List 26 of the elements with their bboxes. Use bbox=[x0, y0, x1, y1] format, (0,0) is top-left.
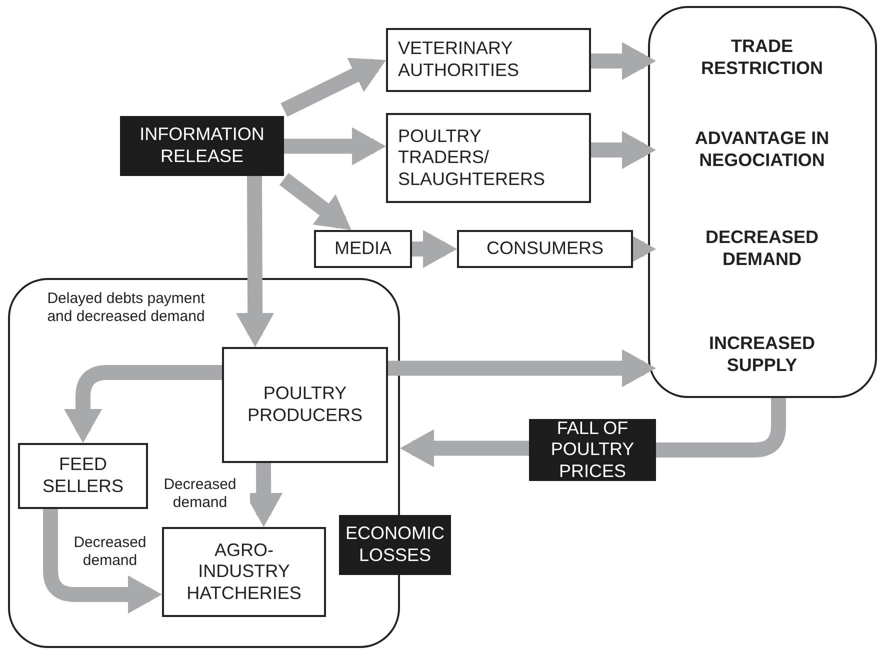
highlight-box: INFORMATION RELEASE bbox=[120, 116, 284, 176]
highlight-box: ECONOMIC LOSSES bbox=[339, 515, 451, 575]
highlight-box: FALL OF POULTRY PRICES bbox=[529, 419, 656, 481]
arrow bbox=[43, 509, 162, 614]
outcome-text: DECREASED DEMAND bbox=[656, 218, 868, 280]
arrow bbox=[279, 173, 352, 230]
arrow bbox=[388, 349, 656, 388]
outcome-text: ADVANTAGE IN NEGOCIATION bbox=[656, 120, 868, 180]
process-box: POULTRY TRADERS/ SLAUGHTERERS bbox=[386, 113, 591, 203]
arrow bbox=[236, 176, 274, 347]
process-box: FEED SELLERS bbox=[18, 443, 148, 509]
group-container bbox=[648, 6, 877, 398]
arrow bbox=[591, 42, 656, 80]
arrow bbox=[280, 58, 386, 117]
outcome-text: TRADE RESTRICTION bbox=[656, 28, 868, 88]
process-box: POULTRY PRODUCERS bbox=[222, 347, 388, 463]
arrow bbox=[284, 127, 386, 166]
process-box: VETERINARY AUTHORITIES bbox=[386, 28, 591, 92]
arrow bbox=[64, 365, 222, 443]
process-box: AGRO-INDUSTRY HATCHERIES bbox=[162, 527, 326, 617]
process-box: CONSUMERS bbox=[457, 230, 633, 268]
arrow bbox=[400, 429, 529, 468]
arrow bbox=[591, 131, 656, 169]
process-box: MEDIA bbox=[314, 230, 412, 268]
arrow bbox=[412, 230, 457, 268]
outcome-text: INCREASED SUPPLY bbox=[656, 325, 868, 385]
